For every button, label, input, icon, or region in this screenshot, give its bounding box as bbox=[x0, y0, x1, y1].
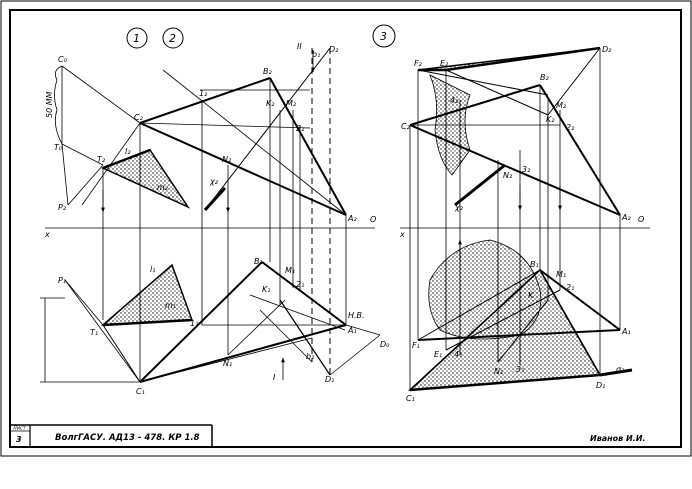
svg-text:K₂: K₂ bbox=[546, 115, 555, 124]
dimension-label: 50 MM bbox=[45, 91, 54, 118]
svg-text:C₂: C₂ bbox=[134, 113, 144, 122]
svg-text:l₁: l₁ bbox=[150, 265, 155, 274]
right-labels: F₂ E₂ D₂ B₂ 4₂ M₂ K₂ C₂ 2₂ N₂ 3₂ A₂ O x … bbox=[399, 45, 644, 403]
svg-text:3₁: 3₁ bbox=[516, 365, 524, 374]
outer-frame bbox=[0, 0, 692, 457]
svg-text:x: x bbox=[44, 230, 50, 239]
document-designation: ВолгГАСУ. АД13 - 478. КР 1.8 bbox=[55, 433, 200, 443]
svg-text:C₂: C₂ bbox=[401, 122, 411, 131]
svg-text:D₂: D₂ bbox=[329, 45, 339, 54]
svg-text:m₂: m₂ bbox=[157, 183, 169, 192]
svg-text:1: 1 bbox=[133, 32, 140, 45]
svg-text:M₁: M₁ bbox=[285, 266, 295, 275]
svg-text:m₁: m₁ bbox=[165, 301, 176, 310]
svg-text:2₁: 2₁ bbox=[566, 283, 574, 292]
svg-text:E₁: E₁ bbox=[434, 350, 442, 359]
left-drawing bbox=[40, 47, 381, 383]
svg-text:K: K bbox=[528, 291, 534, 300]
svg-text:3: 3 bbox=[380, 30, 387, 43]
svg-text:M₂: M₂ bbox=[556, 101, 567, 110]
sheet-header-label: Лист bbox=[12, 426, 27, 432]
inner-frame bbox=[9, 9, 682, 448]
problem-number-3: 3 bbox=[372, 24, 396, 48]
svg-text:C₁: C₁ bbox=[136, 387, 145, 396]
svg-text:1₂: 1₂ bbox=[199, 89, 208, 98]
svg-text:4₂: 4₂ bbox=[450, 96, 459, 105]
svg-text:B₁: B₁ bbox=[530, 260, 539, 269]
svg-text:l₂: l₂ bbox=[125, 147, 131, 156]
svg-text:2₂: 2₂ bbox=[566, 123, 575, 132]
svg-text:T₀: T₀ bbox=[54, 143, 63, 152]
svg-text:O: O bbox=[638, 215, 644, 224]
svg-text:K₁: K₁ bbox=[262, 285, 270, 294]
left-labels: C₀ T₀ P₂ C₂ T₂ l₂ m₂ x P₁ T₁ l₁ m₁ C₁ B₂… bbox=[44, 42, 390, 396]
svg-text:F₂: F₂ bbox=[414, 59, 423, 68]
svg-text:2: 2 bbox=[169, 32, 176, 45]
svg-text:II: II bbox=[297, 42, 302, 51]
svg-text:N₁: N₁ bbox=[494, 367, 503, 376]
svg-text:4₁: 4₁ bbox=[454, 350, 462, 359]
svg-text:χ₂: χ₂ bbox=[209, 177, 219, 186]
svg-text:A₁: A₁ bbox=[347, 326, 357, 335]
svg-text:E₂: E₂ bbox=[440, 59, 449, 68]
svg-text:D₂: D₂ bbox=[602, 45, 612, 54]
title-block: Лист 3 ВолгГАСУ. АД13 - 478. КР 1.8 Иван… bbox=[10, 424, 646, 447]
svg-text:D₁: D₁ bbox=[325, 375, 334, 384]
svg-text:T₁: T₁ bbox=[90, 328, 98, 337]
svg-text:b₂: b₂ bbox=[306, 352, 315, 361]
svg-text:B₂: B₂ bbox=[263, 67, 272, 76]
svg-text:D₀: D₀ bbox=[380, 340, 390, 349]
svg-text:2₂: 2₂ bbox=[296, 124, 305, 133]
svg-text:O: O bbox=[370, 215, 376, 224]
svg-text:A₂: A₂ bbox=[347, 214, 357, 223]
svg-text:3₂: 3₂ bbox=[522, 165, 531, 174]
svg-text:N₂: N₂ bbox=[222, 155, 232, 164]
svg-text:N₁: N₁ bbox=[223, 359, 232, 368]
svg-text:1₁: 1₁ bbox=[190, 319, 198, 328]
svg-text:x: x bbox=[399, 230, 405, 239]
author-name: Иванов И.И. bbox=[590, 434, 646, 443]
svg-text:N₂: N₂ bbox=[503, 171, 513, 180]
svg-text:A₂: A₂ bbox=[621, 213, 631, 222]
svg-text:T₂: T₂ bbox=[97, 155, 106, 164]
svg-text:D₁: D₁ bbox=[596, 381, 605, 390]
svg-text:F₁: F₁ bbox=[412, 341, 420, 350]
svg-text:b₁: b₁ bbox=[312, 50, 320, 59]
svg-text:M₁: M₁ bbox=[556, 270, 566, 279]
svg-text:Н.В.: Н.В. bbox=[348, 311, 365, 320]
svg-text:A₁: A₁ bbox=[621, 327, 631, 336]
svg-text:B₁: B₁ bbox=[254, 257, 263, 266]
svg-text:P₁: P₁ bbox=[58, 276, 66, 285]
problem-number-2: 2 bbox=[162, 27, 184, 49]
svg-text:2₁: 2₁ bbox=[296, 280, 304, 289]
svg-text:σ₁: σ₁ bbox=[616, 365, 624, 374]
svg-text:P₂: P₂ bbox=[58, 203, 67, 212]
svg-text:χ₂: χ₂ bbox=[454, 203, 464, 212]
sheet-number: 3 bbox=[16, 435, 22, 444]
svg-text:C₀: C₀ bbox=[58, 55, 68, 64]
svg-text:B₂: B₂ bbox=[540, 73, 549, 82]
problem-number-1: 1 bbox=[126, 27, 148, 49]
svg-text:C₁: C₁ bbox=[406, 394, 415, 403]
svg-text:I: I bbox=[273, 373, 276, 382]
right-drawing bbox=[400, 46, 650, 392]
svg-text:K₂: K₂ bbox=[266, 99, 275, 108]
svg-text:M₂: M₂ bbox=[286, 99, 297, 108]
